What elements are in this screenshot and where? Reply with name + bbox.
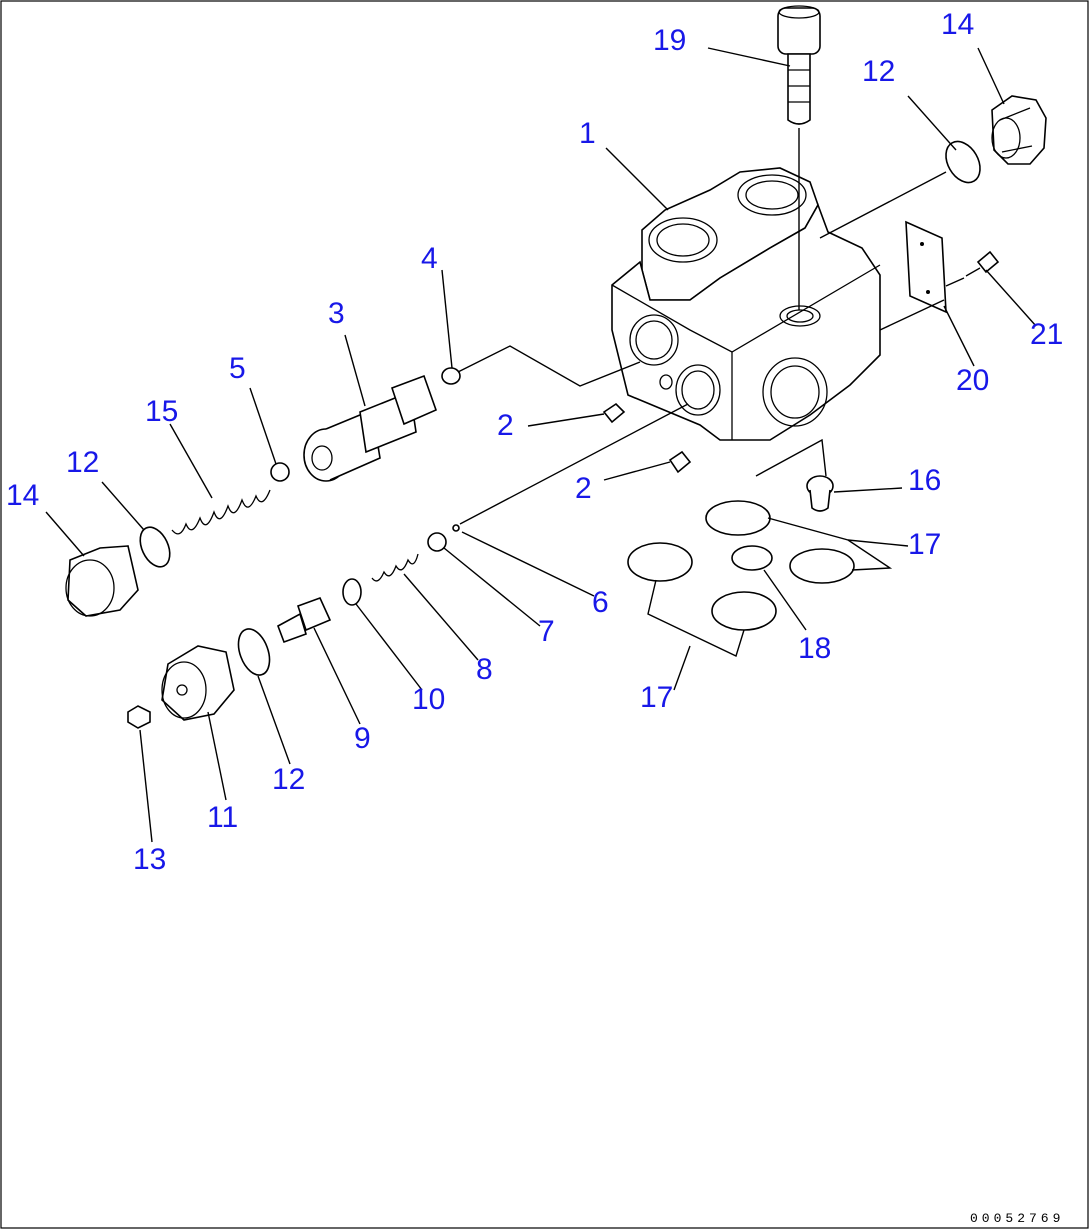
plug-2a-part bbox=[602, 402, 626, 424]
callout-part-7: 7 bbox=[538, 615, 555, 648]
o-ring-lower-part bbox=[237, 628, 271, 676]
callout-part-1: 1 bbox=[579, 117, 596, 150]
callout-part-15: 15 bbox=[145, 395, 178, 428]
callout-part-6: 6 bbox=[592, 586, 609, 619]
callout-part-14: 14 bbox=[941, 8, 974, 41]
plug-2b-part bbox=[668, 450, 692, 474]
callout-part-8: 8 bbox=[476, 653, 493, 686]
nut-part bbox=[127, 705, 151, 729]
callout-part-12: 12 bbox=[272, 763, 305, 796]
callout-part-18: 18 bbox=[798, 632, 831, 665]
retainer-part bbox=[270, 462, 290, 482]
spool-part bbox=[303, 374, 438, 482]
o-ring-right-part bbox=[945, 140, 981, 184]
plate-part bbox=[905, 220, 947, 314]
plug-right-part bbox=[991, 95, 1047, 165]
seat-part bbox=[427, 532, 447, 552]
ball-part bbox=[452, 524, 460, 532]
cap-part bbox=[161, 645, 235, 721]
spring-part bbox=[171, 489, 271, 535]
plate-hole bbox=[926, 290, 930, 294]
callout-part-12: 12 bbox=[862, 55, 895, 88]
o-ring-left-part bbox=[139, 526, 171, 568]
callout-part-21: 21 bbox=[1030, 318, 1063, 351]
callout-part-11: 11 bbox=[207, 801, 238, 834]
fitting-part bbox=[806, 475, 834, 512]
o-ring-17a-part bbox=[705, 500, 771, 536]
callout-part-17: 17 bbox=[908, 528, 941, 561]
callout-part-19: 19 bbox=[653, 24, 686, 57]
screw-part bbox=[965, 250, 1000, 277]
o-ring-18-part bbox=[731, 545, 773, 571]
callout-part-9: 9 bbox=[354, 722, 371, 755]
callout-part-13: 13 bbox=[133, 843, 166, 876]
bolt-part bbox=[777, 5, 821, 310]
o-ring-17d-part bbox=[711, 591, 777, 631]
o-ring-17c-part bbox=[627, 542, 693, 582]
spring-small-part bbox=[371, 553, 419, 582]
callout-part-10: 10 bbox=[412, 683, 445, 716]
adjuster-part bbox=[277, 596, 332, 644]
callout-part-2: 2 bbox=[575, 472, 592, 505]
o-ring-small-part bbox=[342, 578, 362, 606]
callout-part-16: 16 bbox=[908, 464, 941, 497]
callout-part-5: 5 bbox=[229, 352, 246, 385]
leader-lines bbox=[45, 47, 1037, 843]
callout-part-17: 17 bbox=[640, 681, 673, 714]
callout-part-3: 3 bbox=[328, 297, 345, 330]
callout-part-20: 20 bbox=[956, 364, 989, 397]
plate-hole bbox=[920, 242, 924, 246]
callout-part-2: 2 bbox=[497, 409, 514, 442]
drawing-code: 00052769 bbox=[970, 1211, 1064, 1226]
plug-small-part bbox=[441, 367, 461, 385]
valve-body-part bbox=[611, 167, 881, 441]
plug-left-part bbox=[65, 545, 139, 617]
callout-part-4: 4 bbox=[421, 242, 438, 275]
callout-part-12: 12 bbox=[66, 446, 99, 479]
o-ring-17b-part bbox=[789, 548, 855, 584]
callout-part-14: 14 bbox=[6, 479, 39, 512]
